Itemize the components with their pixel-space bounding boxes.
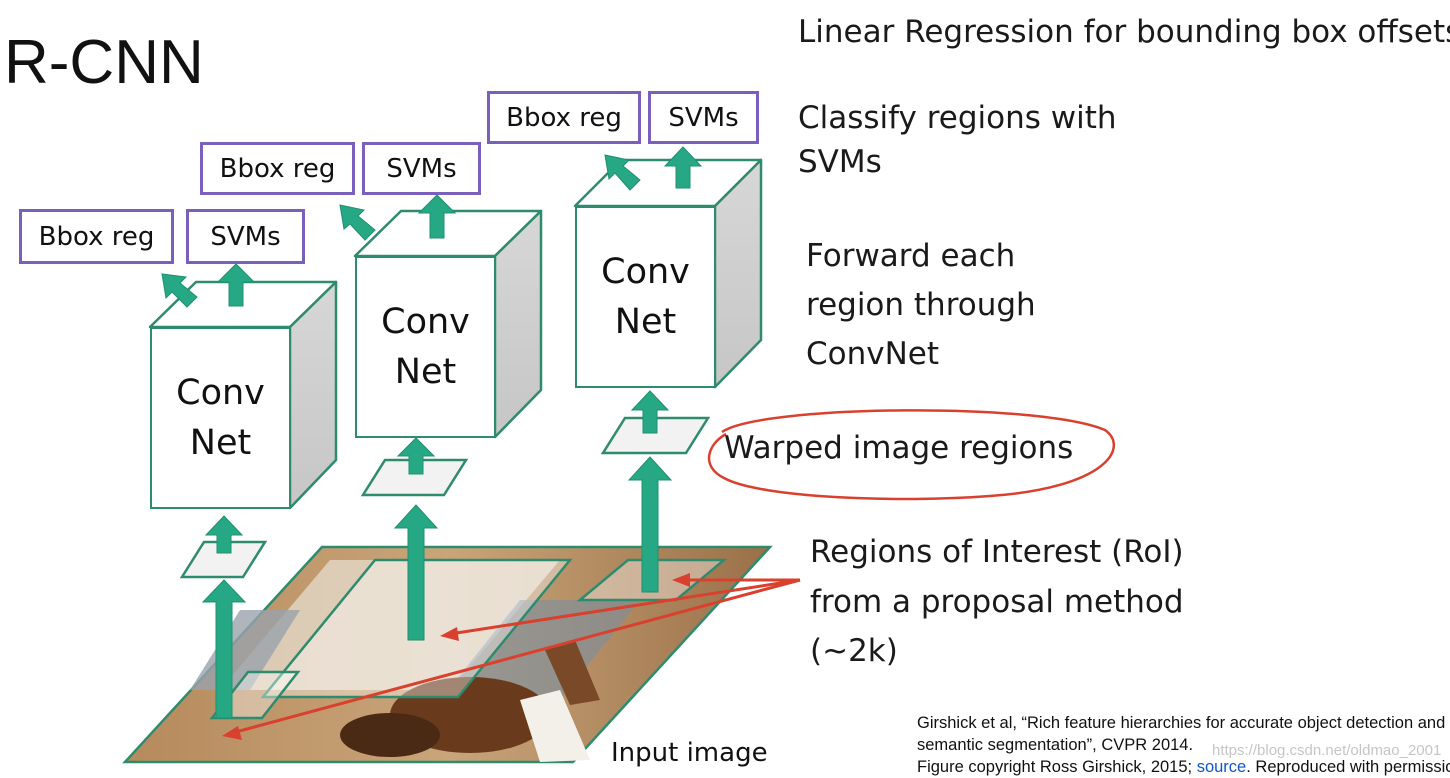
warped-region-2 bbox=[360, 458, 469, 497]
up-arrow-input-to-warp-2 bbox=[393, 504, 439, 641]
up-arrow-cnn-to-svm-3 bbox=[663, 146, 703, 189]
convnet-cube-3: ConvNet bbox=[575, 206, 716, 388]
up-arrow-cnn-to-svm-2 bbox=[417, 194, 457, 239]
roi-pointer-arrows bbox=[222, 573, 801, 740]
up-arrow-warp-to-cnn-2 bbox=[396, 437, 436, 475]
highlight-ellipse bbox=[707, 409, 1116, 501]
citation-line-2: semantic segmentation”, CVPR 2014. bbox=[917, 736, 1194, 754]
source-link[interactable]: source bbox=[1196, 758, 1247, 776]
slide-title: R-CNN bbox=[4, 28, 204, 97]
up-arrow-input-to-warp-1 bbox=[201, 579, 247, 719]
bbox-reg-box-3: Bbox reg bbox=[487, 91, 641, 144]
convnet-label-1: ConvNet bbox=[176, 373, 265, 463]
convnet-label-3: ConvNet bbox=[601, 252, 690, 342]
citation: Girshick et al, “Rich feature hierarchie… bbox=[917, 712, 1450, 778]
bbox-reg-box-1: Bbox reg bbox=[19, 209, 174, 264]
convnet-cube-2: ConvNet bbox=[355, 256, 496, 438]
convnet-label-2: ConvNet bbox=[381, 302, 470, 392]
svms-box-1: SVMs bbox=[186, 209, 305, 264]
step-bbox-regression: Linear Regression for bounding box offse… bbox=[798, 14, 1450, 50]
step-warped: Warped image regions bbox=[724, 430, 1074, 466]
citation-line-1: Girshick et al, “Rich feature hierarchie… bbox=[917, 714, 1446, 732]
convnet-cube-1: ConvNet bbox=[150, 327, 291, 509]
step-classify: Classify regions with SVMs bbox=[798, 100, 1117, 180]
up-arrow-input-to-warp-3 bbox=[627, 456, 673, 593]
svms-box-3: SVMs bbox=[648, 91, 759, 144]
up-arrow-warp-to-cnn-3 bbox=[630, 390, 670, 434]
step-roi: Regions of Interest (RoI) from a proposa… bbox=[810, 534, 1184, 669]
convnet-cube-2-faces bbox=[353, 209, 543, 439]
up-arrow-warp-to-cnn-1 bbox=[204, 515, 244, 554]
citation-line-3: Figure copyright Ross Girshick, 2015; so… bbox=[917, 756, 1450, 778]
step-forward: Forward each region through ConvNet bbox=[806, 238, 1036, 372]
warped-region-3 bbox=[600, 416, 711, 455]
warped-region-1 bbox=[179, 540, 268, 579]
watermark: https://blog.csdn.net/oldmao_2001 bbox=[1212, 742, 1442, 759]
diag-arrow-cnn-to-bbox-1 bbox=[161, 273, 198, 308]
svms-box-2: SVMs bbox=[362, 142, 481, 195]
bbox-reg-box-2: Bbox reg bbox=[200, 142, 355, 195]
input-image-caption: Input image bbox=[611, 738, 768, 768]
citation-line-3-prefix: Figure copyright Ross Girshick, 2015; bbox=[917, 758, 1197, 776]
diag-arrow-cnn-to-bbox-3 bbox=[604, 154, 641, 191]
diag-arrow-cnn-to-bbox-2 bbox=[339, 204, 376, 241]
up-arrow-cnn-to-svm-1 bbox=[216, 263, 256, 307]
citation-line-3-suffix: . Reproduced with permission. bbox=[1246, 758, 1450, 776]
